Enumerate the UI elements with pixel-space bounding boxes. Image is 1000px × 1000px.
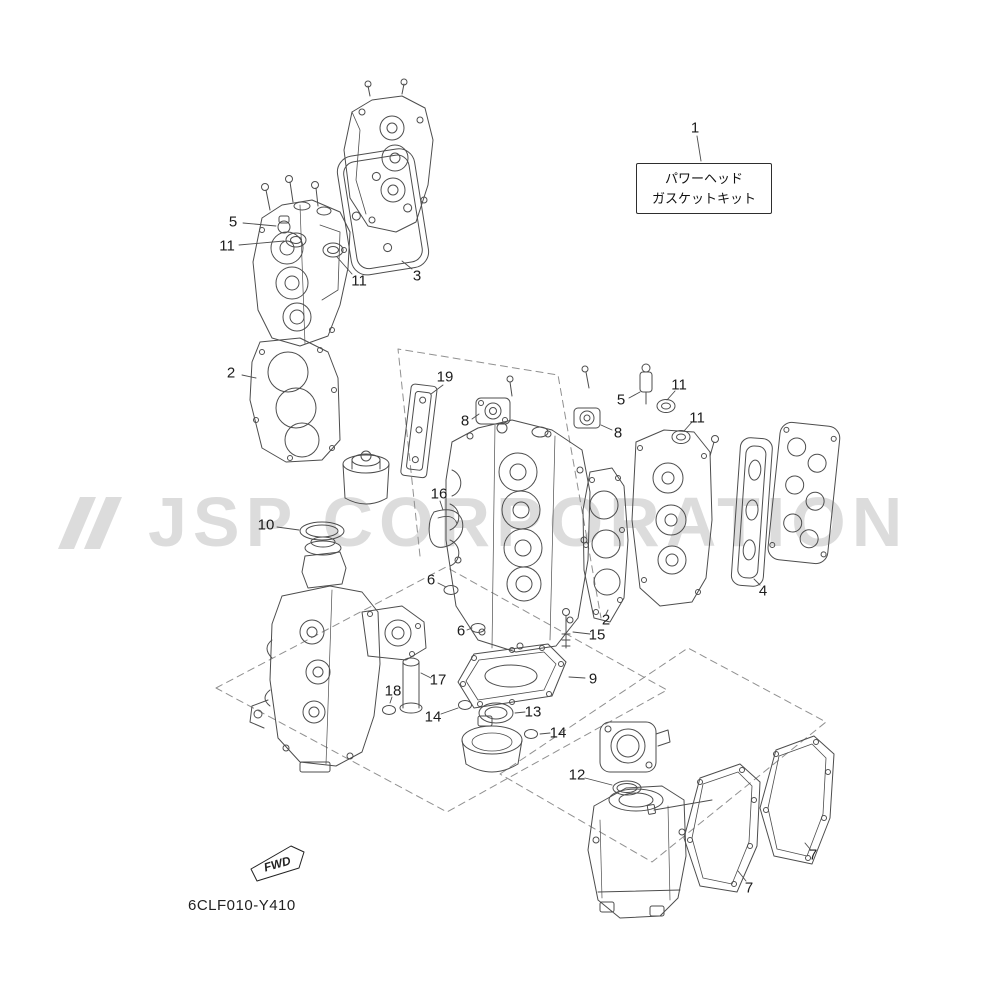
throttle-body-drawing	[599, 721, 671, 796]
cylinder-head-top-drawing	[343, 78, 434, 233]
part-kit-label-line1: パワーヘッド	[664, 171, 743, 186]
part-kit-label-line2: ガスケットキット	[651, 190, 756, 206]
stud-drawing	[561, 608, 571, 649]
lower-gasket-plate-drawing	[457, 643, 567, 709]
oil-seal-drawing	[478, 702, 514, 724]
oil-filter-drawing	[342, 450, 390, 505]
side-gaskets-drawing	[646, 735, 835, 893]
anode-plate-drawing	[400, 383, 438, 479]
dashed-group-outlines	[215, 348, 827, 863]
upper-left-block-drawing	[252, 199, 351, 347]
part-kit-label-box: パワーヘッド ガスケットキット	[636, 163, 772, 214]
lower-left-engine-drawing	[249, 536, 427, 773]
head-cover-gasket-drawing	[336, 148, 430, 276]
strainer-housing-drawing	[458, 700, 538, 773]
head-gasket-left-drawing	[249, 337, 341, 463]
bracket-left-drawing	[475, 375, 514, 425]
right-head-small-parts-drawing	[573, 363, 691, 444]
small-cover-drawing	[428, 509, 464, 548]
pickup-pipe-drawing	[382, 657, 423, 715]
center-block-drawing	[445, 419, 591, 653]
drawing-number: 6CLF010-Y410	[188, 897, 296, 914]
breather-cover-drawing	[730, 437, 773, 587]
head-gasket-right-drawing	[582, 467, 629, 623]
leader-lines	[238, 135, 811, 882]
far-right-cover-drawing	[767, 421, 841, 565]
bottom-block-drawing	[587, 785, 687, 919]
cylinder-head-right-drawing	[631, 429, 719, 607]
fwd-direction-flag: FWD	[250, 845, 305, 882]
o-rings-6-drawing	[443, 585, 486, 633]
top-left-seals-bolts-drawing	[261, 175, 344, 258]
